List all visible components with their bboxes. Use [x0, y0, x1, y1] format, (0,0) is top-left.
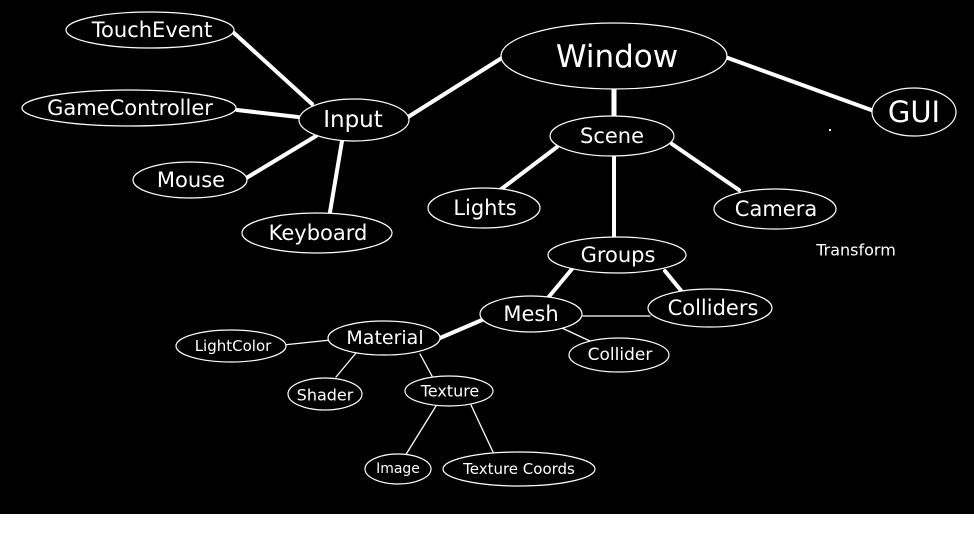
node-material-label: Material: [346, 327, 423, 349]
node-scene-label: Scene: [580, 124, 644, 148]
node-camera: Camera: [713, 188, 837, 230]
node-light-color: LightColor: [175, 329, 287, 363]
edge-groups-colliders: [663, 269, 685, 295]
node-mesh: Mesh: [479, 295, 583, 333]
edge-input-gamecontroller: [235, 108, 300, 119]
node-input: Input: [298, 98, 410, 142]
node-groups: Groups: [547, 236, 687, 274]
edge-input-keyboard: [328, 139, 344, 214]
node-gui-label: GUI: [888, 95, 940, 129]
edge-scene-camera: [670, 142, 741, 192]
hierarchy-diagram: Window Input TouchEvent GameController M…: [0, 0, 974, 514]
edge-scene-lights: [498, 145, 559, 192]
node-gui: GUI: [871, 87, 957, 137]
diagram-edges: [232, 31, 876, 457]
node-light-color-label: LightColor: [195, 337, 272, 355]
edge-window-input: [406, 54, 507, 119]
node-image: Image: [364, 453, 432, 485]
node-texture-coords-label: Texture Coords: [462, 460, 575, 478]
node-keyboard: Keyboard: [241, 212, 393, 254]
node-game-controller-label: GameController: [47, 96, 213, 120]
edge-input-mouse: [241, 134, 318, 182]
node-material: Material: [327, 320, 441, 356]
edge-mesh-material: [438, 318, 484, 340]
node-collider: Collider: [568, 337, 670, 373]
node-colliders: Colliders: [647, 288, 773, 328]
node-texture: Texture: [404, 375, 494, 407]
node-game-controller: GameController: [21, 89, 237, 127]
node-shader-label: Shader: [297, 386, 354, 405]
node-mouse: Mouse: [132, 161, 248, 199]
edge-window-gui: [726, 56, 876, 113]
node-texture-coords: Texture Coords: [442, 451, 596, 487]
node-shader: Shader: [287, 377, 363, 411]
edge-material-lightcolor: [282, 339, 332, 346]
node-lights-label: Lights: [453, 196, 516, 220]
node-window: Window: [500, 22, 728, 90]
node-window-label: Window: [556, 39, 678, 75]
node-input-label: Input: [323, 107, 383, 133]
node-image-label: Image: [376, 461, 420, 477]
edge-input-touchevent: [232, 31, 314, 106]
edge-material-shader: [335, 352, 357, 378]
node-mesh-label: Mesh: [503, 302, 558, 326]
node-touch-event: TouchEvent: [65, 11, 235, 49]
edge-groups-mesh: [545, 267, 574, 301]
edge-texture-image: [404, 405, 437, 457]
node-mouse-label: Mouse: [157, 168, 225, 192]
node-lights: Lights: [427, 187, 541, 229]
node-scene: Scene: [549, 115, 675, 157]
node-camera-label: Camera: [735, 197, 817, 221]
transform-label: Transform: [815, 241, 896, 260]
edge-mesh-collider: [561, 327, 593, 343]
page-bottom-margin: [0, 514, 974, 540]
node-colliders-label: Colliders: [668, 296, 759, 320]
node-touch-event-label: TouchEvent: [91, 18, 212, 42]
edge-texture-texturecoords: [470, 404, 494, 453]
node-texture-label: Texture: [420, 382, 480, 401]
node-groups-label: Groups: [581, 243, 656, 267]
stray-dot: [829, 129, 831, 131]
node-collider-label: Collider: [588, 345, 653, 365]
node-keyboard-label: Keyboard: [269, 221, 368, 245]
edge-material-texture: [419, 353, 433, 377]
